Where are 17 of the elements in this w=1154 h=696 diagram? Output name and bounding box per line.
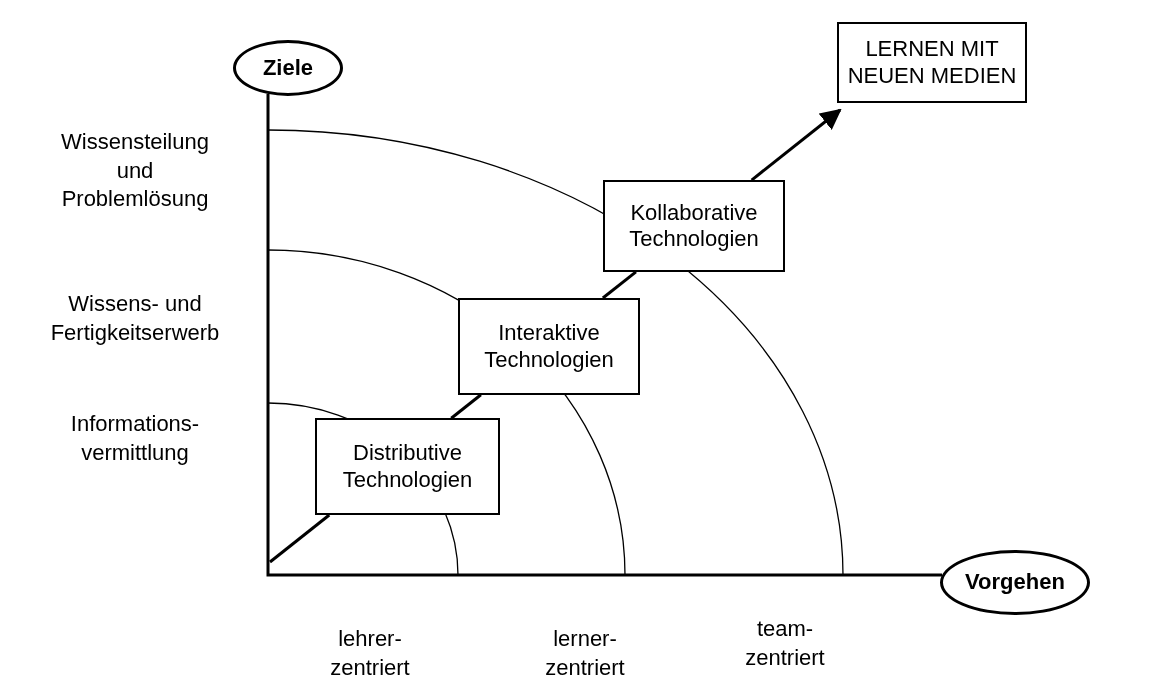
connector-line	[601, 270, 637, 300]
ellipse-node: Vorgehen	[940, 550, 1090, 615]
axis-label: team- zentriert	[744, 615, 826, 672]
axis-label: Wissensteilung und Problemlösung	[60, 128, 210, 214]
connector-line	[269, 513, 331, 564]
text-box: Kollaborative Technologien	[603, 180, 785, 272]
axis-line	[266, 94, 942, 577]
axis-label: lerner- zentriert	[544, 625, 626, 682]
axis-label: lehrer- zentriert	[329, 625, 411, 682]
text-box: LERNEN MIT NEUEN MEDIEN	[837, 22, 1027, 103]
connector-line	[450, 393, 482, 420]
text-box: Interaktive Technologien	[458, 298, 640, 395]
axis-label: Wissens- und Fertigkeitserwerb	[49, 290, 221, 347]
ellipse-node: Ziele	[233, 40, 343, 96]
axis-label: Informations- vermittlung	[69, 410, 201, 467]
arrow	[750, 108, 842, 182]
text-box: Distributive Technologien	[315, 418, 500, 515]
